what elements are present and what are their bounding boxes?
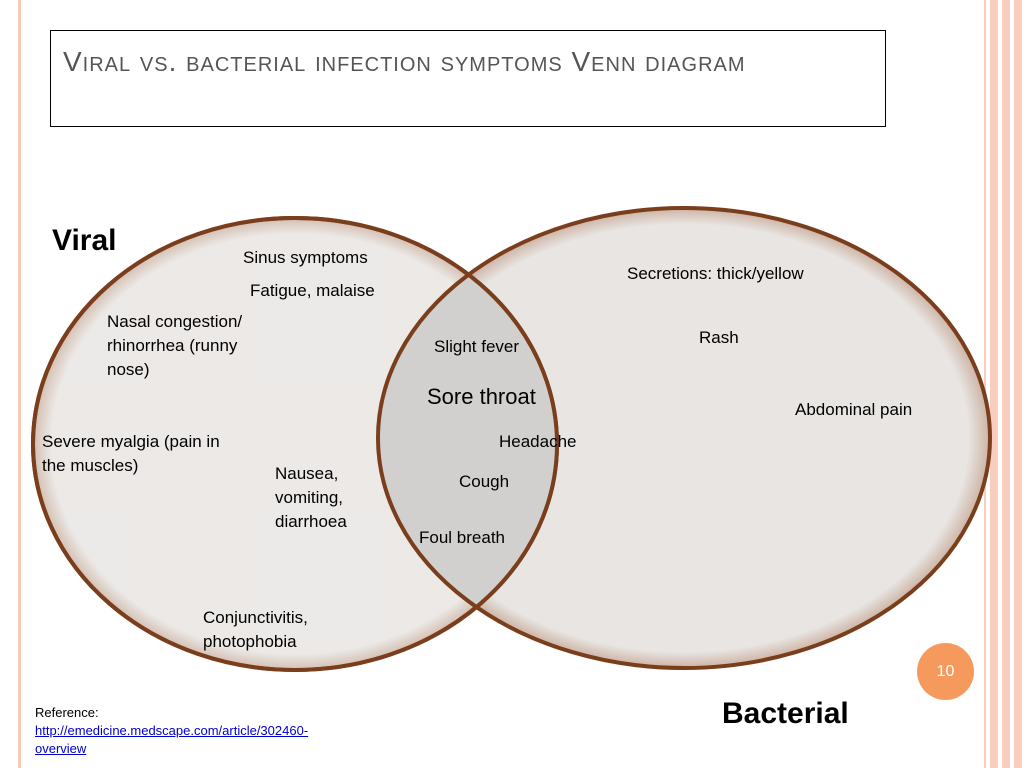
bacterial-item-rash: Rash (699, 328, 739, 347)
overlap-item-sore-throat: Sore throat (427, 384, 536, 409)
right-decorative-stripes (980, 0, 1024, 768)
viral-item-sinus: Sinus symptoms (243, 248, 368, 267)
viral-item-conjunctivitis: Conjunctivitis, photophobia (203, 608, 308, 651)
page-number-badge: 10 (917, 643, 974, 700)
left-decorative-stripe (18, 0, 21, 768)
reference-link-line1[interactable]: http://emedicine.medscape.com/article/30… (35, 723, 309, 738)
viral-item-nausea: Nausea, vomiting, diarrhoea (275, 464, 347, 531)
reference-link-line2[interactable]: overview (35, 741, 87, 756)
title-box: Viral vs. bacterial infection symptoms V… (50, 30, 886, 127)
viral-item-myalgia: Severe myalgia (pain in the muscles) (42, 432, 220, 475)
overlap-item-fever: Slight fever (434, 337, 520, 356)
overlap-item-foul-breath: Foul breath (419, 528, 505, 547)
bacterial-item-secretions: Secretions: thick/yellow (627, 264, 804, 283)
bacterial-item-abdominal: Abdominal pain (795, 400, 913, 419)
overlap-item-cough: Cough (459, 472, 510, 491)
reference-label: Reference: (35, 705, 99, 720)
slide-title: Viral vs. bacterial infection symptoms V… (63, 46, 746, 77)
viral-item-fatigue: Fatigue, malaise (250, 281, 375, 300)
reference-block: Reference: http://emedicine.medscape.com… (35, 704, 308, 758)
viral-item-nasal: Nasal congestion/ rhinorrhea (runny nose… (107, 312, 243, 379)
overlap-item-headache: Headache (499, 432, 577, 451)
bacterial-set-label: Bacterial (722, 697, 849, 730)
viral-set-label: Viral (52, 224, 117, 257)
